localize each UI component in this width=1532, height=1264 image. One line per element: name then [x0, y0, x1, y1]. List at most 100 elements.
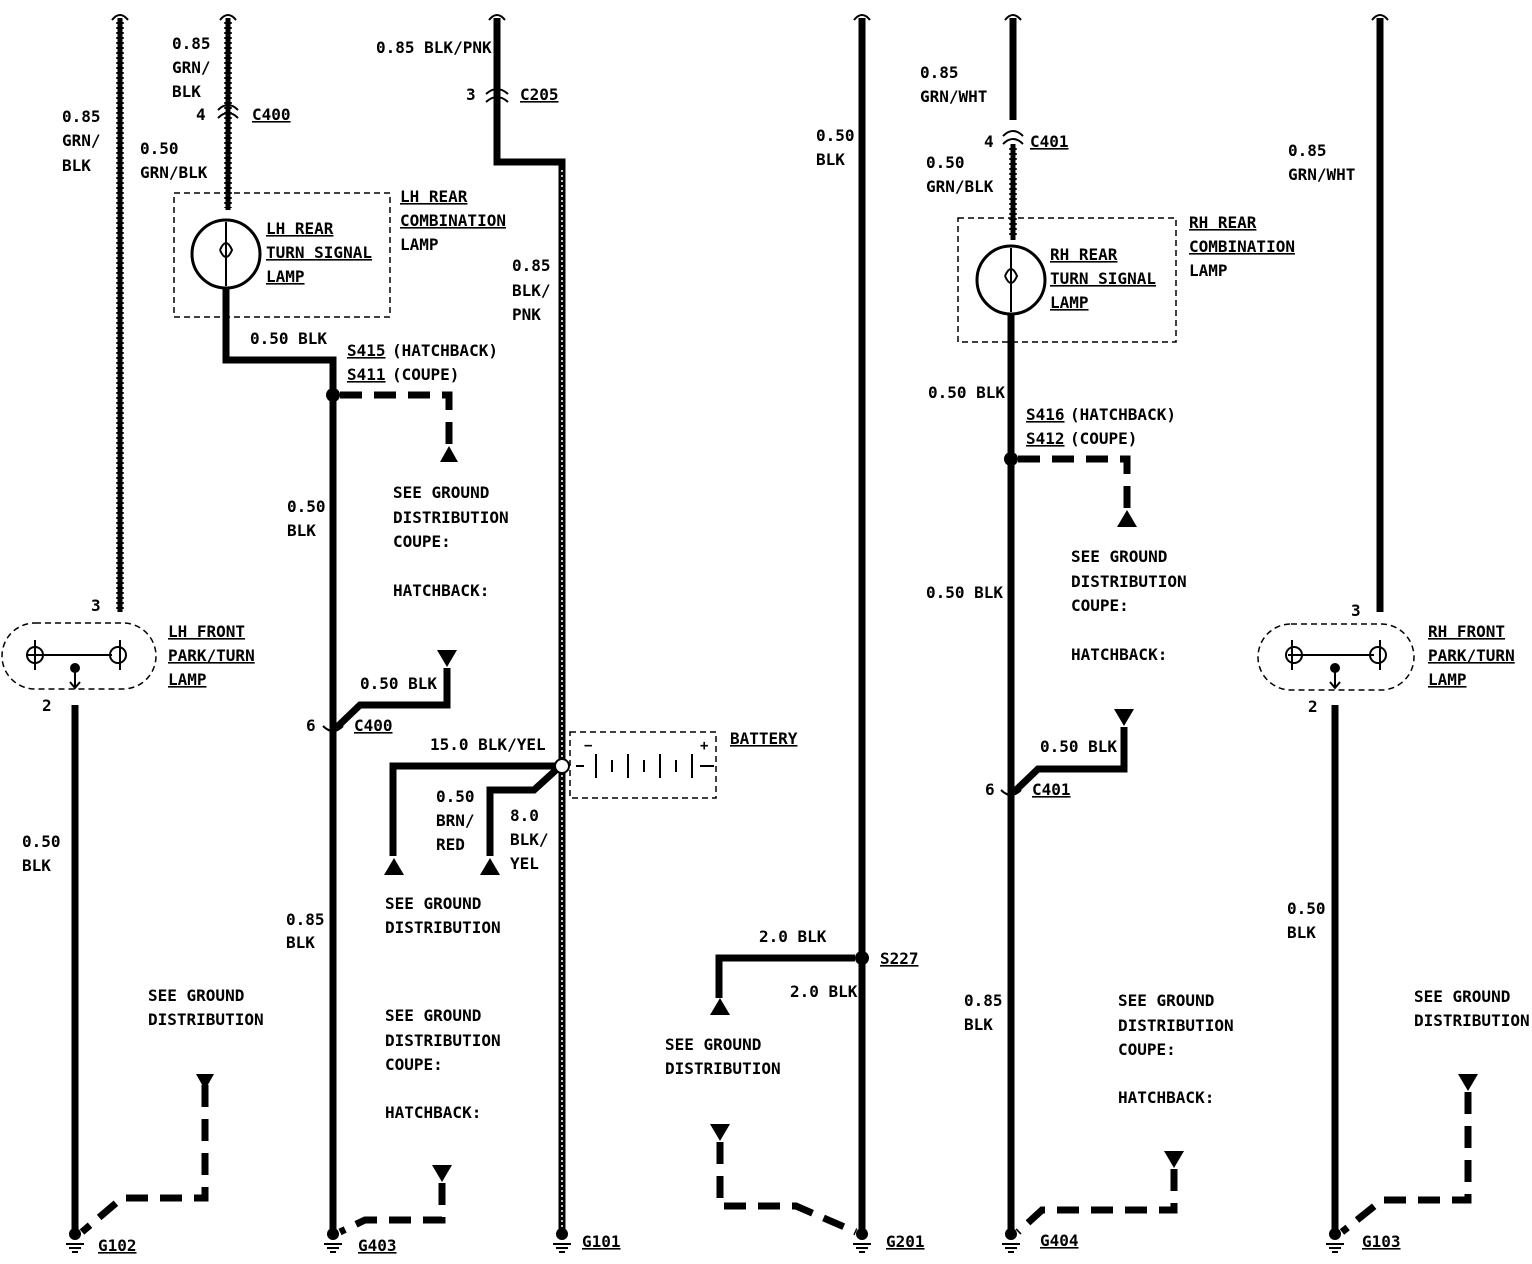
bulb-filament-icon: [1285, 640, 1387, 690]
wire-label-rh-front-top: 0.85 GRN/WHT: [1288, 141, 1355, 184]
ground-label: G101: [582, 1232, 621, 1251]
pin-number: 2: [1308, 697, 1318, 716]
pin-number: 3: [466, 85, 476, 104]
wire-label: 0.50 BLK: [1040, 737, 1117, 756]
svg-text:RH REAR: RH REAR: [1189, 213, 1257, 232]
wire-label-lh-rear-down: 0.50 BLK: [287, 497, 326, 540]
svg-text:BLK: BLK: [286, 933, 315, 952]
ground-ref-arrow-icon: [1458, 1074, 1478, 1091]
lamp-label-rh-rear: RH REAR TURN SIGNAL LAMP: [1050, 245, 1156, 312]
component-label-lh-front: LH FRONT PARK/TURN LAMP: [168, 622, 255, 689]
lamp-label-lh-rear: LH REAR TURN SIGNAL LAMP: [266, 219, 372, 286]
svg-text:LAMP: LAMP: [168, 670, 207, 689]
pin-number: 3: [1351, 601, 1361, 620]
svg-text:0.85: 0.85: [920, 63, 959, 82]
ground-note-rh-rear-bottom: SEE GROUND DISTRIBUTION COUPE: HATCHBACK…: [1118, 991, 1234, 1107]
wire-label-rh-front-bottom: 0.50 BLK: [1287, 899, 1326, 942]
ground-symbol-icon: [1326, 1228, 1344, 1253]
connector-icon: [1002, 130, 1024, 145]
dashed-ground-path: [340, 391, 453, 445]
ground-ref-arrow-icon: [710, 1124, 730, 1141]
join-wire: [1011, 727, 1128, 795]
wire-label-battery-mid: 0.85 BLK/ PNK: [512, 256, 551, 324]
wire-label: 0.50 BLK: [928, 383, 1005, 402]
svg-text:HATCHBACK:: HATCHBACK:: [393, 581, 489, 600]
dashed-ground-path: [716, 1142, 858, 1236]
pin-number: 3: [91, 596, 101, 615]
wire-break-icon: [488, 14, 506, 21]
splice-label: S411: [347, 365, 386, 384]
svg-text:RH REAR: RH REAR: [1050, 245, 1118, 264]
wire-break-icon: [1371, 14, 1389, 21]
svg-text:0.85: 0.85: [964, 991, 1003, 1010]
wire-label: 2.0 BLK: [759, 927, 827, 946]
svg-text:LAMP: LAMP: [1428, 670, 1467, 689]
ground-ref-arrow-icon: [710, 998, 730, 1015]
battery-ground-wire: [389, 762, 555, 856]
svg-text:LAMP: LAMP: [266, 267, 305, 286]
wire-label-lh-rear-mid: 0.50 GRN/BLK: [140, 139, 208, 182]
ground-label: G403: [358, 1236, 397, 1255]
ground-ref-arrow-icon: [1114, 709, 1134, 726]
svg-text:SEE GROUND: SEE GROUND: [393, 483, 489, 502]
svg-text:BLK: BLK: [172, 82, 201, 101]
connector-icon: [322, 725, 344, 732]
svg-text:DISTRIBUTION: DISTRIBUTION: [1118, 1016, 1234, 1035]
svg-text:PNK: PNK: [512, 305, 541, 324]
svg-text:COUPE:: COUPE:: [393, 532, 451, 551]
svg-text:LAMP: LAMP: [400, 235, 439, 254]
svg-text:GRN/WHT: GRN/WHT: [1288, 165, 1355, 184]
battery-icon: − +: [576, 738, 714, 778]
svg-text:LAMP: LAMP: [1189, 261, 1228, 280]
ground-label: G404: [1040, 1231, 1079, 1250]
connector-icon: [485, 88, 509, 103]
assembly-label-rh-rear: RH REAR COMBINATION LAMP: [1189, 213, 1295, 280]
s227-circuit: 0.50 BLK S227 2.0 BLK 2.0 BLK SEE GROUND…: [665, 14, 925, 1253]
wire-break-icon: [853, 14, 871, 21]
svg-text:HATCHBACK:: HATCHBACK:: [1071, 645, 1167, 664]
svg-text:GRN/BLK: GRN/BLK: [926, 177, 994, 196]
svg-text:DISTRIBUTION: DISTRIBUTION: [385, 918, 501, 937]
lh-rear-ground-wire: [222, 288, 337, 1232]
svg-text:DISTRIBUTION: DISTRIBUTION: [1414, 1011, 1530, 1030]
svg-text:DISTRIBUTION: DISTRIBUTION: [665, 1059, 781, 1078]
svg-text:0.85: 0.85: [512, 256, 551, 275]
ground-note-rh-front: SEE GROUND DISTRIBUTION: [1414, 987, 1530, 1030]
lh-rear-circuit: 0.85 GRN/ BLK 4 C400 0.50 GRN/BLK LH REA…: [140, 14, 509, 1255]
svg-text:DISTRIBUTION: DISTRIBUTION: [385, 1031, 501, 1050]
ground-ref-arrow-icon: [440, 446, 458, 462]
connector-label: C400: [252, 105, 291, 124]
svg-text:SEE GROUND: SEE GROUND: [385, 1006, 481, 1025]
wire-label: 0.50 BLK: [360, 674, 437, 693]
svg-text:BLK: BLK: [816, 150, 845, 169]
ground-note-lh-front: SEE GROUND DISTRIBUTION: [148, 986, 264, 1029]
wire-label-lh-front-top: 0.85 GRN/ BLK: [62, 107, 101, 175]
dashed-ground-path: [79, 1085, 209, 1235]
battery-yel-wire: [486, 767, 559, 856]
svg-text:BLK/: BLK/: [510, 830, 549, 849]
splice-note: (COUPE): [1070, 429, 1137, 448]
ground-note-lh-rear-top: SEE GROUND DISTRIBUTION COUPE: HATCHBACK…: [393, 483, 509, 600]
svg-text:BLK: BLK: [22, 856, 51, 875]
splice-dot: [1004, 452, 1018, 466]
connector-label: C400: [354, 716, 393, 735]
svg-text:DISTRIBUTION: DISTRIBUTION: [393, 508, 509, 527]
wire-label: 15.0 BLK/YEL: [430, 735, 546, 754]
ground-note-battery: SEE GROUND DISTRIBUTION: [385, 894, 501, 937]
battery-housing: [569, 731, 717, 799]
wire-label-s227-top: 0.50 BLK: [816, 126, 855, 169]
splice-note: (HATCHBACK): [392, 341, 498, 360]
splice-label: S412: [1026, 429, 1065, 448]
svg-text:GRN/: GRN/: [172, 58, 211, 77]
connector-icon: [1000, 789, 1022, 796]
svg-text:0.85: 0.85: [172, 34, 211, 53]
connector-icon: [217, 104, 239, 119]
ground-ref-arrow-icon: [1164, 1151, 1184, 1168]
svg-text:RH FRONT: RH FRONT: [1428, 622, 1505, 641]
svg-text:SEE GROUND: SEE GROUND: [148, 986, 244, 1005]
svg-text:HATCHBACK:: HATCHBACK:: [1118, 1088, 1214, 1107]
svg-text:BRN/: BRN/: [436, 811, 475, 830]
wire-break-icon: [111, 14, 129, 21]
svg-text:DISTRIBUTION: DISTRIBUTION: [1071, 572, 1187, 591]
